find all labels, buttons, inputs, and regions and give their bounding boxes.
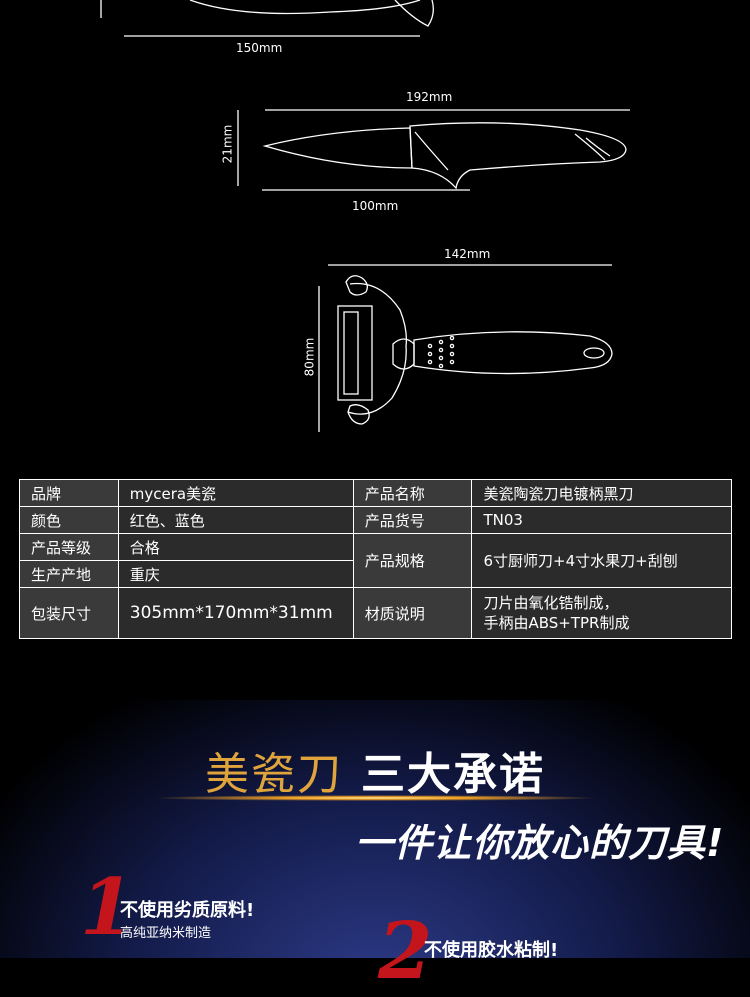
size-value: 6寸厨师刀+4寸水果刀+刮刨: [471, 533, 732, 588]
color-value: 红色、蓝色: [117, 506, 354, 534]
material-label: 材质说明: [352, 587, 473, 639]
pack-value: 305mm*170mm*31mm: [117, 587, 354, 639]
dim-knife2-height: 21mm: [220, 124, 235, 164]
material-line-1: 刀片由氧化锆制成，: [483, 594, 619, 612]
fruit-knife-drawing: [237, 109, 630, 191]
promise-1-subtitle: 高纯亚纳米制造: [120, 926, 212, 941]
promise-1-title: 不使用劣质原料!: [120, 900, 255, 921]
dim-knife2-total: 192mm: [406, 90, 453, 104]
name-value: 美瓷陶瓷刀电镀柄黑刀: [471, 479, 732, 507]
dim-peeler-length: 142mm: [444, 247, 491, 261]
promise-1-number: 1: [80, 862, 135, 953]
banner-title-orange: 美瓷刀: [205, 749, 343, 800]
size-label: 产品规格: [352, 533, 473, 588]
origin-value: 重庆: [117, 560, 354, 588]
dim-knife1-length: 150mm: [236, 41, 283, 55]
grade-label: 产品等级: [19, 533, 119, 561]
material-line-2: 手柄由ABS+TPR制成: [483, 614, 630, 632]
code-value: TN03: [471, 506, 732, 534]
banner-title: 美瓷刀三大承诺: [0, 738, 750, 802]
banner-slogan: 一件让你放心的刀具!: [355, 821, 725, 865]
brand-value: mycera美瓷: [117, 479, 354, 507]
chef-knife-drawing: [100, 0, 434, 37]
banner-title-white: 三大承诺: [361, 749, 545, 800]
peeler-drawing: [318, 264, 613, 432]
grade-value: 合格: [117, 533, 354, 561]
brand-label: 品牌: [19, 479, 119, 507]
product-drawings: [100, 0, 630, 432]
material-value: 刀片由氧化锆制成， 手柄由ABS+TPR制成: [471, 587, 732, 639]
spec-table: 品牌 mycera美瓷 产品名称 美瓷陶瓷刀电镀柄黑刀 颜色 红色、蓝色 产品货…: [19, 479, 732, 639]
dim-peeler-height: 80mm: [302, 337, 317, 377]
promise-2-title: 不使用胶水粘制!: [424, 940, 559, 961]
pack-label: 包装尺寸: [19, 587, 119, 639]
origin-label: 生产产地: [19, 560, 119, 588]
glow-divider: [150, 795, 600, 801]
code-label: 产品货号: [352, 506, 473, 534]
promise-banner: [0, 700, 750, 958]
dim-knife2-blade: 100mm: [352, 199, 399, 213]
color-label: 颜色: [19, 506, 119, 534]
name-label: 产品名称: [352, 479, 473, 507]
